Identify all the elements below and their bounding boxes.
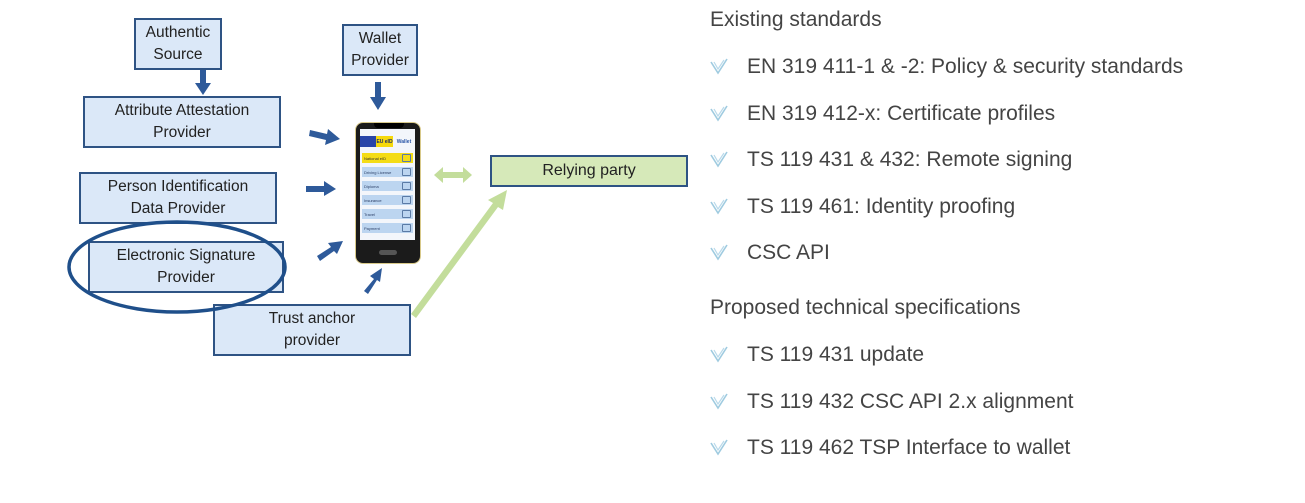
relying-party-label: Relying party: [542, 162, 636, 179]
attribute-attestation-provider-box: Attribute Attestation Provider: [83, 96, 281, 148]
wallet-label: Wallet: [396, 138, 412, 145]
proposed-specs-heading: Proposed technical specifications: [710, 296, 1021, 319]
phone-screen: EU eID Wallet National eID Driving Licen…: [360, 129, 415, 240]
attribute-attestation-provider-label: Attribute Attestation Provider: [114, 102, 250, 141]
arrow-trust-anchor-to-phone: [364, 268, 382, 294]
arrow-attestation-to-phone: [309, 129, 340, 145]
authentic-source-label: Authentic Source: [145, 24, 211, 63]
esp-highlight-ellipse: [67, 220, 287, 314]
trust-anchor-provider-box: Trust anchor provider: [213, 304, 411, 356]
proposed-spec-item: TS 119 462 TSP Interface to wallet: [708, 436, 1070, 460]
existing-standard-item-label: EN 319 412-x: Certificate profiles: [747, 101, 1056, 125]
phone-home-button: [379, 250, 397, 255]
arrow-trust-anchor-to-relying-party: [411, 190, 507, 318]
existing-standards-heading: Existing standards: [710, 8, 882, 31]
check-chevron-icon: [708, 196, 730, 218]
travel-icon: [402, 210, 411, 218]
proposed-spec-item: TS 119 431 update: [708, 343, 924, 367]
check-chevron-icon: [708, 344, 730, 366]
proposed-spec-item-label: TS 119 432 CSC API 2.x alignment: [747, 389, 1074, 413]
payment-icon: [402, 224, 411, 232]
wallet-card-diploma: Diploma: [362, 181, 413, 191]
authentic-source-box: Authentic Source: [134, 18, 222, 70]
diploma-icon: [402, 182, 411, 190]
phone-notch: [374, 123, 404, 128]
wallet-provider-label: Wallet Provider: [351, 30, 409, 69]
wallet-card-payment: Payment: [362, 223, 413, 233]
existing-standard-item: TS 119 431 & 432: Remote signing: [708, 148, 1072, 172]
card-label: Insurance: [364, 197, 382, 203]
eu-wallet-phone: EU eID Wallet National eID Driving Licen…: [355, 122, 421, 264]
check-chevron-icon: [708, 149, 730, 171]
wallet-provider-box: Wallet Provider: [342, 24, 418, 76]
existing-standard-item: TS 119 461: Identity proofing: [708, 195, 1015, 219]
trust-anchor-provider-label: Trust anchor provider: [268, 310, 356, 349]
insurance-icon: [402, 196, 411, 204]
card-label: Diploma: [364, 183, 379, 189]
existing-standard-item-label: EN 319 411-1 & -2: Policy & security sta…: [747, 55, 1184, 78]
existing-standard-item: EN 319 412-x: Certificate profiles: [708, 102, 1055, 126]
card-label: National eID: [364, 155, 387, 161]
existing-standard-item-label: CSC API: [747, 241, 830, 264]
card-label: Travel: [364, 211, 375, 217]
check-chevron-icon: [708, 391, 730, 413]
wallet-card-travel: Travel: [362, 209, 413, 219]
card-label: Payment: [364, 225, 380, 231]
arrow-authentic-to-attestation: [195, 70, 211, 95]
eu-flag-icon: [360, 136, 376, 147]
relying-party-box: Relying party: [490, 155, 688, 187]
check-chevron-icon: [708, 437, 730, 459]
check-chevron-icon: [708, 103, 730, 125]
proposed-spec-item-label: TS 119 431 update: [747, 343, 925, 366]
check-chevron-icon: [708, 56, 730, 78]
existing-standard-item-label: TS 119 431 & 432: Remote signing: [747, 148, 1073, 171]
electronic-signature-provider-label: Electronic Signature Provider: [116, 247, 256, 286]
wallet-card-national-eid: National eID: [362, 153, 413, 163]
license-icon: [402, 168, 411, 176]
existing-standard-item: EN 319 411-1 & -2: Policy & security sta…: [708, 55, 1183, 79]
arrow-phone-relying-party: [434, 167, 472, 183]
proposed-spec-item-label: TS 119 462 TSP Interface to wallet: [747, 436, 1071, 459]
wallet-header: EU eID Wallet: [360, 136, 415, 147]
person-identification-data-provider-label: Person Identification Data Provider: [107, 178, 249, 217]
arrow-pid-to-phone: [306, 181, 336, 196]
wallet-card-driving-license: Driving License: [362, 167, 413, 177]
proposed-spec-item: TS 119 432 CSC API 2.x alignment: [708, 390, 1073, 414]
check-chevron-icon: [708, 242, 730, 264]
electronic-signature-provider-box: Electronic Signature Provider: [88, 241, 284, 293]
arrow-wallet-provider-to-phone: [370, 82, 386, 110]
person-identification-data-provider-box: Person Identification Data Provider: [79, 172, 277, 224]
existing-standard-item: CSC API: [708, 241, 830, 265]
wallet-card-insurance: Insurance: [362, 195, 413, 205]
arrow-esp-to-phone: [317, 241, 343, 261]
existing-standard-item-label: TS 119 461: Identity proofing: [747, 194, 1016, 218]
card-label: Driving License: [364, 169, 392, 175]
eu-eid-label: EU eID: [376, 136, 393, 147]
id-card-icon: [402, 154, 411, 162]
